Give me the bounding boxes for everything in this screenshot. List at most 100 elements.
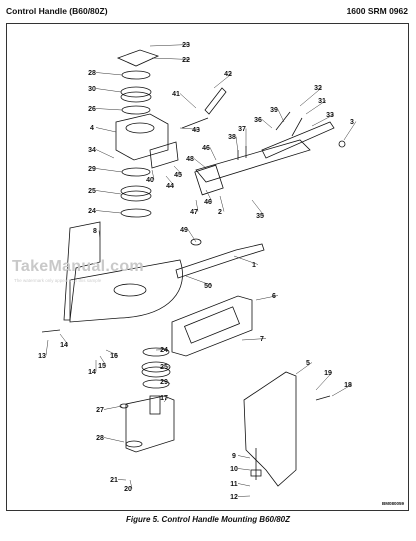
- callout-29: 29: [88, 166, 96, 173]
- cylinder-1: [175, 243, 265, 279]
- callout-23: 23: [182, 42, 190, 49]
- leader-line-6: [255, 295, 279, 301]
- callout-14: 14: [60, 342, 68, 349]
- leader-line-33: [311, 114, 335, 127]
- bearing-25-lower: [141, 361, 171, 373]
- leader-line-48: [193, 158, 207, 169]
- race-24: [120, 208, 152, 218]
- callout-7: 7: [260, 336, 264, 343]
- callout-47: 47: [190, 209, 198, 216]
- leader-line-25: [167, 366, 171, 369]
- leader-line-36: [261, 119, 273, 129]
- callout-41: 41: [172, 91, 180, 98]
- cover-plate: [116, 49, 160, 67]
- callout-34: 34: [88, 147, 96, 154]
- leader-line-47: [195, 199, 199, 212]
- leader-line-16: [105, 349, 119, 356]
- header-doc-number: 1600 SRM 0962: [346, 6, 408, 16]
- bracket-45: [149, 141, 179, 169]
- housing-4: [115, 113, 169, 161]
- figure-frame: [6, 23, 409, 511]
- leader-line-13: [45, 339, 49, 356]
- leader-line-18: [331, 384, 353, 397]
- leader-line-24: [155, 349, 169, 351]
- leader-line-49: [187, 229, 197, 243]
- drawing-code: BM080059: [381, 501, 404, 506]
- callout-36: 36: [254, 117, 262, 124]
- callout-25: 25: [160, 364, 168, 371]
- seal-28: [121, 70, 151, 80]
- base-plate: [69, 259, 183, 323]
- leader-line-42: [213, 73, 233, 89]
- shaft-42: [204, 87, 227, 115]
- callout-24: 24: [88, 208, 96, 215]
- callout-3: 3: [350, 119, 354, 126]
- leader-line-3: [343, 121, 357, 141]
- callout-24: 24: [160, 347, 168, 354]
- leader-line-22: [151, 57, 191, 60]
- callout-48: 48: [186, 156, 194, 163]
- leader-line-35: [251, 199, 265, 216]
- leader-line-7: [241, 338, 267, 341]
- callout-37: 37: [238, 126, 246, 133]
- callout-42: 42: [224, 71, 232, 78]
- leader-line-5: [295, 362, 313, 375]
- callout-2: 2: [218, 209, 222, 216]
- callout-50: 50: [204, 283, 212, 290]
- leader-line-12: [237, 495, 251, 497]
- callout-11: 11: [230, 481, 238, 488]
- leader-line-45: [173, 165, 183, 175]
- callout-31: 31: [318, 98, 326, 105]
- leader-line-46: [209, 147, 217, 161]
- leader-line-17: [163, 397, 169, 403]
- leader-line-43: [179, 127, 201, 130]
- callout-17: 17: [160, 395, 168, 402]
- callout-35: 35: [256, 213, 264, 220]
- callout-33: 33: [326, 112, 334, 119]
- leader-line-24: [95, 210, 122, 214]
- callout-28: 28: [88, 70, 96, 77]
- callout-38: 38: [228, 134, 236, 141]
- callout-5: 5: [306, 360, 310, 367]
- callout-32: 32: [314, 85, 322, 92]
- leader-line-38: [235, 136, 239, 153]
- leader-line-50: [185, 275, 213, 286]
- callout-8: 8: [93, 228, 97, 235]
- pin-41: [181, 117, 209, 129]
- watermark-text: TakeManual.com: [12, 258, 144, 275]
- callout-13: 13: [38, 353, 46, 360]
- callout-27: 27: [96, 407, 104, 414]
- leader-line-28: [95, 72, 123, 76]
- callout-29: 29: [160, 379, 168, 386]
- seal-29-lower: [142, 379, 170, 389]
- lever-2: [195, 139, 311, 183]
- leader-line-31: [305, 100, 327, 115]
- callout-28: 28: [96, 435, 104, 442]
- leader-line-30: [95, 88, 122, 93]
- leader-line-11: [237, 483, 251, 487]
- callout-46: 46: [204, 199, 212, 206]
- leader-line-20: [129, 479, 133, 489]
- leader-line-4: [95, 127, 117, 133]
- leader-line-28: [103, 437, 125, 443]
- callout-10: 10: [230, 466, 238, 473]
- leader-line-34: [95, 149, 115, 159]
- leader-line-32: [299, 87, 323, 107]
- callout-49: 49: [180, 227, 188, 234]
- callout-30: 30: [88, 86, 96, 93]
- leader-line-27: [103, 405, 123, 410]
- callout-26: 26: [88, 106, 96, 113]
- callout-45: 45: [174, 172, 182, 179]
- header-title: Control Handle (B60/80Z): [6, 6, 108, 16]
- callout-39: 39: [270, 107, 278, 114]
- callout-40: 40: [146, 177, 154, 184]
- callout-22: 22: [182, 57, 190, 64]
- leader-line-19: [315, 372, 333, 391]
- leader-line-2: [219, 195, 225, 212]
- figure-caption: Figure 5. Control Handle Mounting B60/80…: [125, 515, 290, 524]
- callout-6: 6: [272, 293, 276, 300]
- callout-9: 9: [232, 453, 236, 460]
- bracket-5: [243, 371, 297, 487]
- mount-8: [63, 221, 101, 321]
- race-26: [121, 105, 151, 115]
